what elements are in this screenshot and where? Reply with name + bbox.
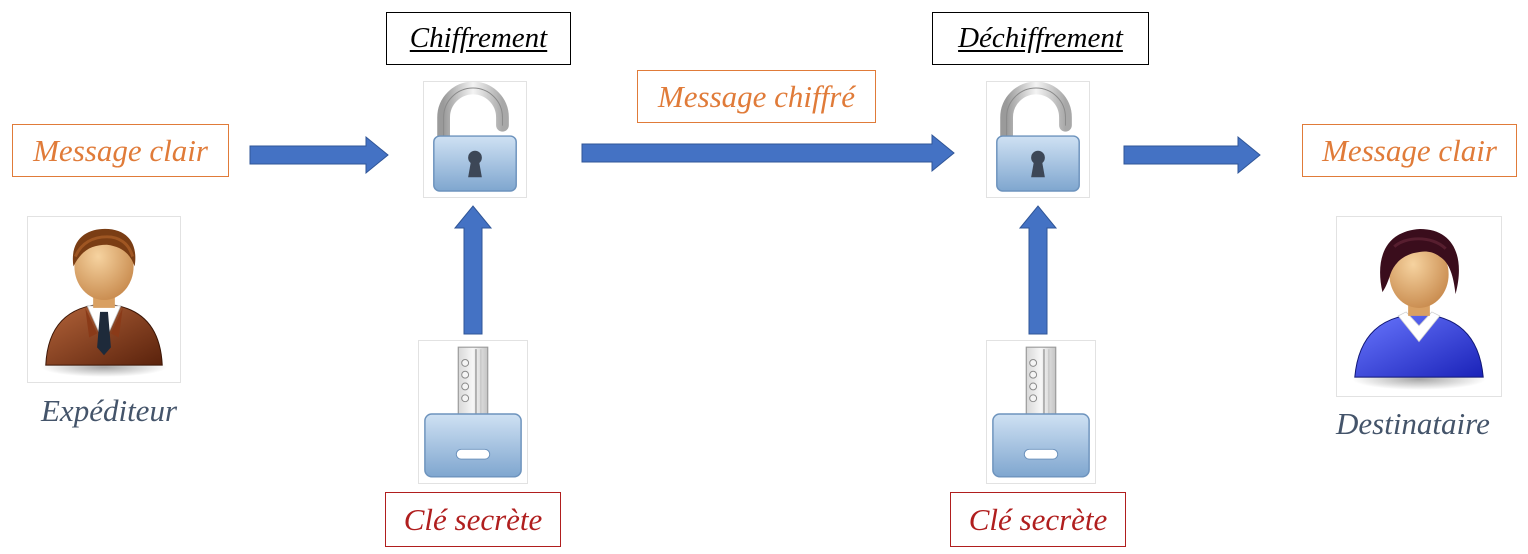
decryption-title: Déchiffrement: [932, 12, 1149, 65]
arrow-decryption-to-plain: [1123, 135, 1261, 175]
female-user-icon: [1336, 216, 1502, 397]
secret-key-label-left: Clé secrète: [385, 492, 561, 547]
cipher-message: Message chiffré: [637, 70, 876, 123]
male-user-icon: [27, 216, 181, 383]
arrow-key-to-decryption: [1018, 205, 1058, 335]
plain-message-right: Message clair: [1302, 124, 1517, 177]
sender-label: Expéditeur: [41, 393, 178, 428]
recipient-label: Destinataire: [1336, 406, 1490, 441]
secret-key-label-right: Clé secrète: [950, 492, 1126, 547]
key-icon: [986, 340, 1096, 484]
open-padlock-icon: [423, 81, 527, 198]
arrow-key-to-encryption: [453, 205, 493, 335]
open-padlock-icon: [986, 81, 1090, 198]
arrow-encryption-to-decryption: [581, 133, 955, 173]
plain-message-left: Message clair: [12, 124, 229, 177]
encryption-title: Chiffrement: [386, 12, 571, 65]
key-icon: [418, 340, 528, 484]
arrow-plain-to-encryption: [249, 135, 389, 175]
